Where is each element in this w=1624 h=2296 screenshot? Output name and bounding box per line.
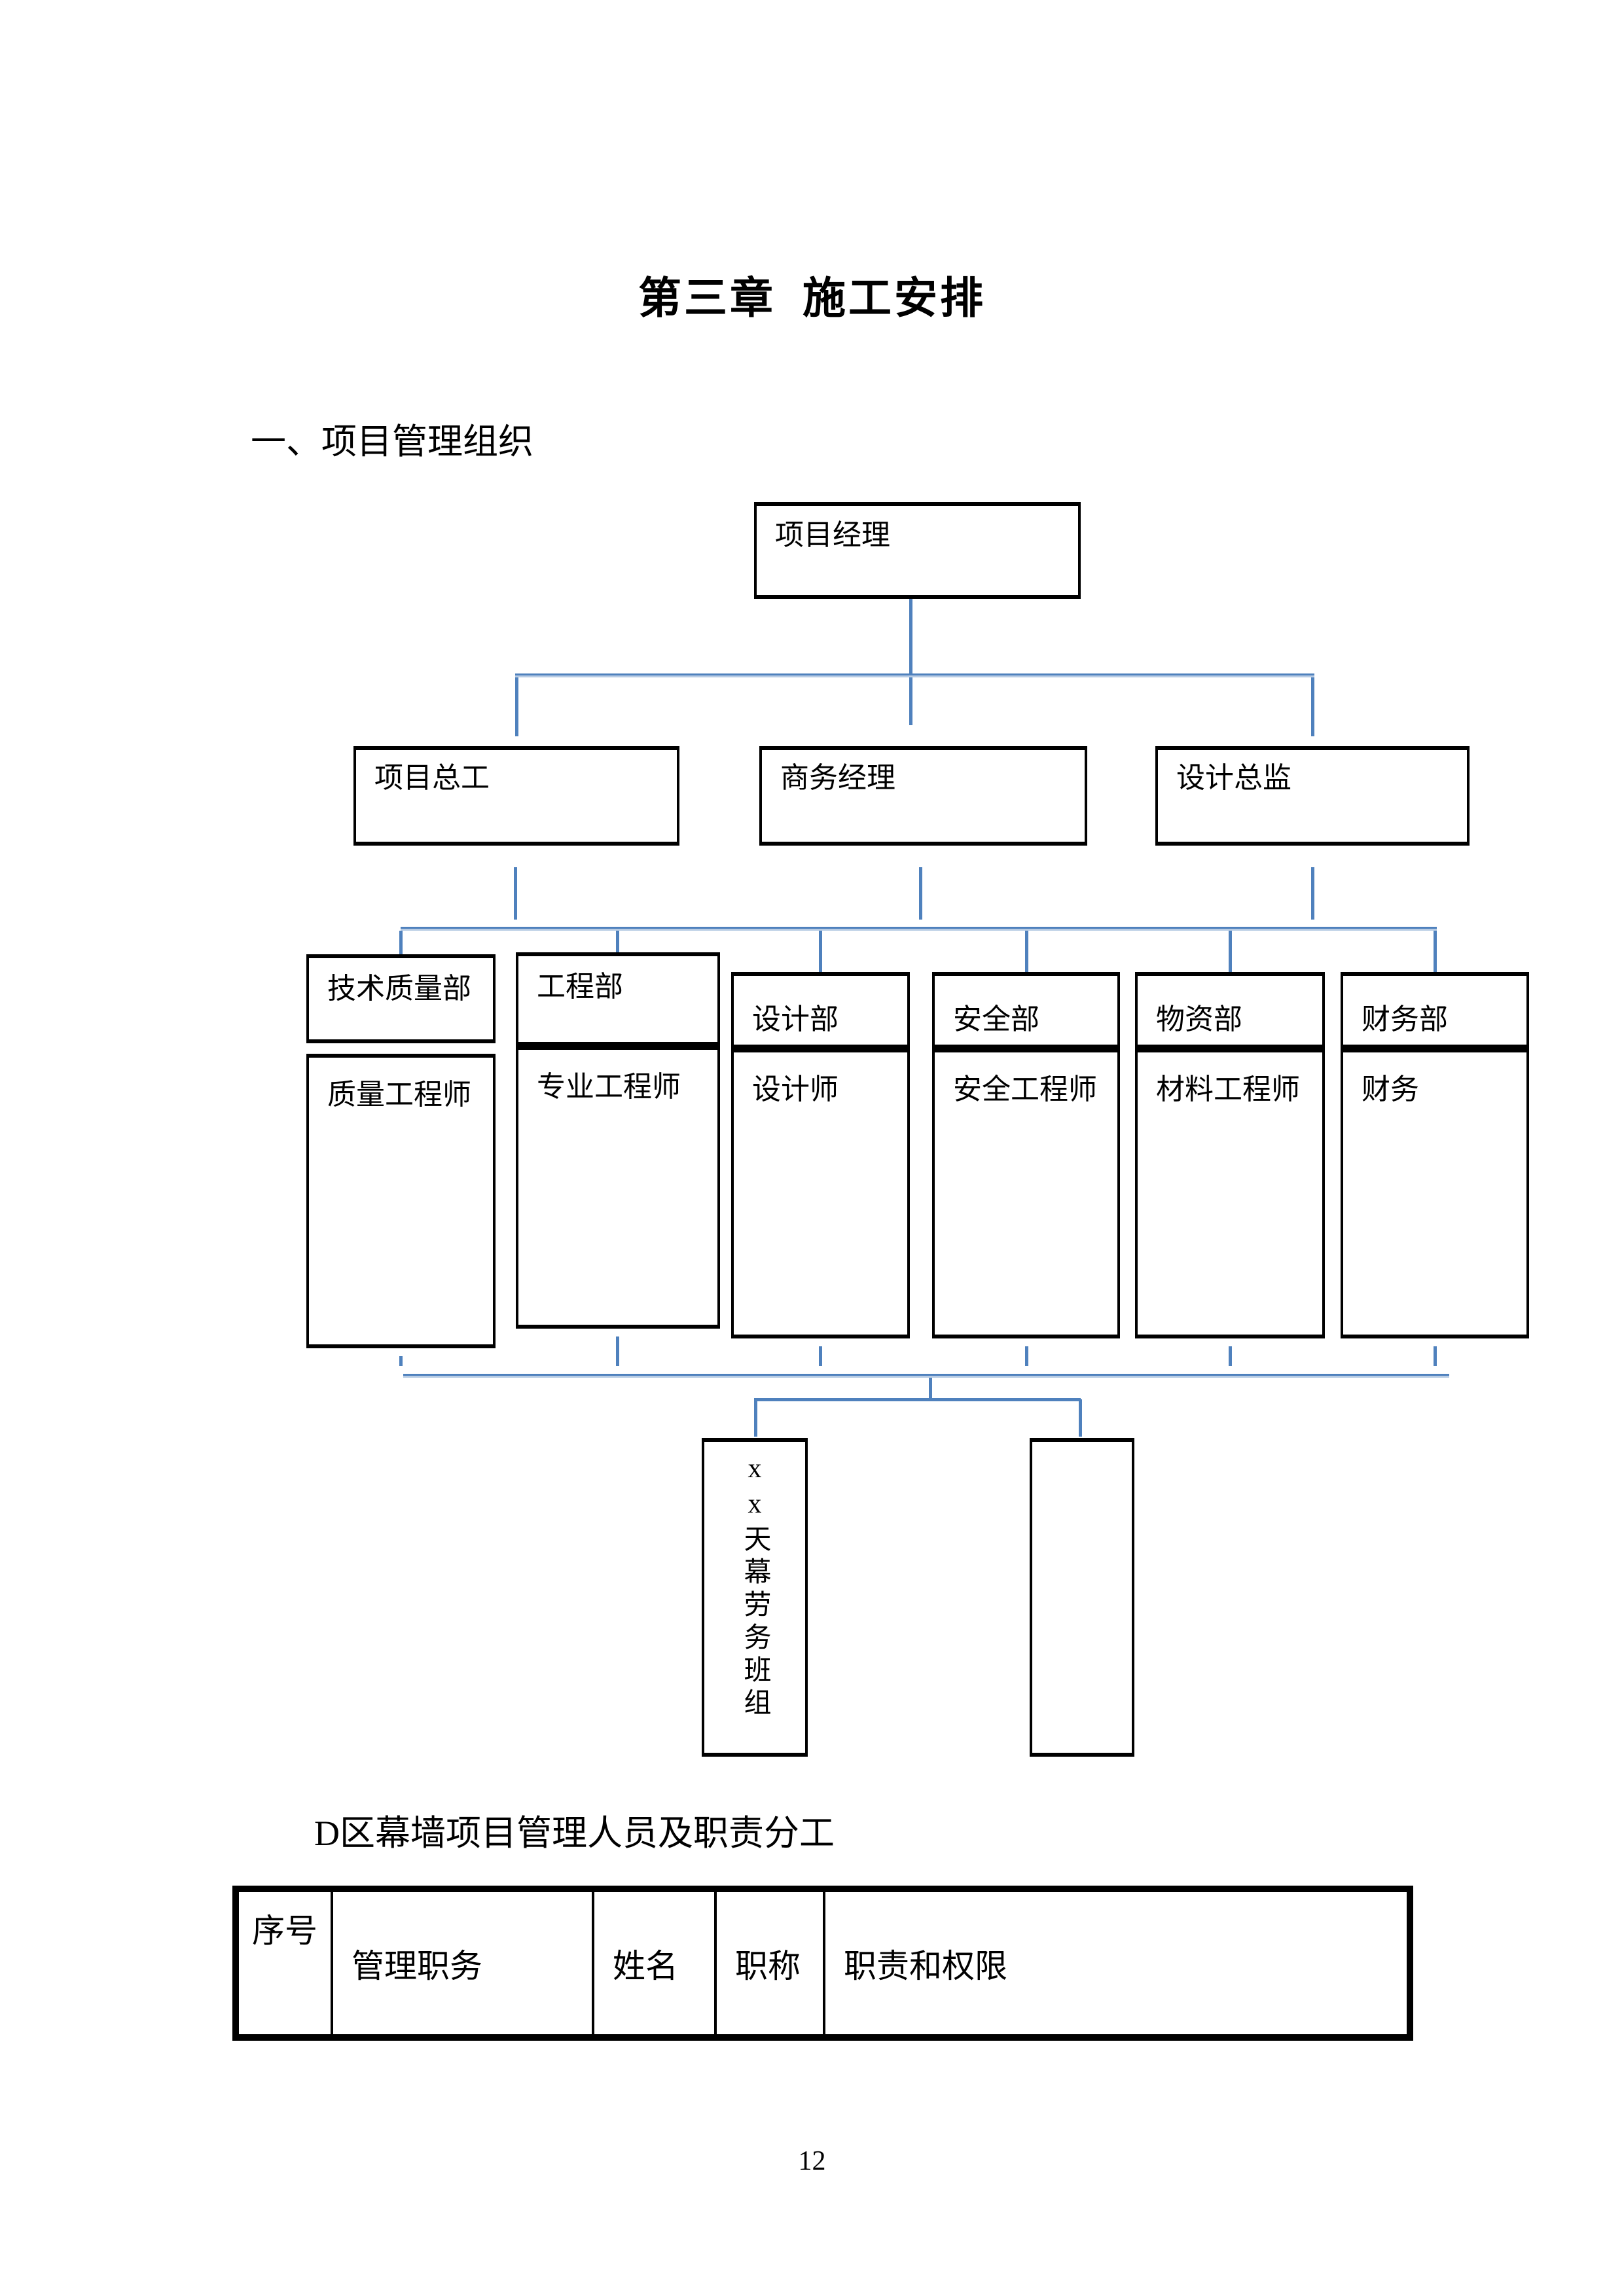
- management-table: 序号 管理职务 姓名 职称 职责和权限: [232, 1886, 1413, 2041]
- dept-label-finance: 财务部: [1362, 1003, 1448, 1035]
- role-label-quality-engineer: 质量工程师: [327, 1079, 471, 1111]
- connector-labor-drop-left: [754, 1399, 757, 1437]
- connector-dept-drop-6: [1434, 931, 1437, 973]
- design-director-label: 设计总监: [1176, 762, 1291, 794]
- connector-bottom-stub-5: [1229, 1346, 1232, 1366]
- dept-box-materials: 物资部: [1135, 972, 1325, 1049]
- header-cell-position: 管理职务: [331, 1888, 594, 2039]
- connector-stub-commercial: [919, 867, 922, 920]
- connector-labor-bracket: [754, 1398, 1081, 1401]
- commercial-manager-label: 商务经理: [780, 762, 895, 794]
- connector-bottom-stub-3: [819, 1346, 822, 1366]
- empty-team-label: [1032, 1442, 1132, 1452]
- connector-bottom-stub-1: [399, 1356, 403, 1366]
- connector-dept-drop-4: [1025, 931, 1028, 973]
- connector-dept-drop-5: [1229, 931, 1232, 973]
- connector-labor-center-drop: [929, 1378, 932, 1398]
- connector-bottom-stub-4: [1025, 1346, 1028, 1366]
- connector-l2-drop-right: [1311, 677, 1314, 736]
- chief-engineer-box: 项目总工: [353, 746, 679, 846]
- role-label-material-engineer: 材料工程师: [1156, 1073, 1300, 1105]
- table-caption: D区幕墙项目管理人员及职责分工: [314, 1814, 835, 1853]
- chief-engineer-label: 项目总工: [374, 762, 490, 794]
- dept-label-safety: 安全部: [953, 1003, 1039, 1035]
- dept-box-finance: 财务部: [1341, 972, 1529, 1049]
- connector-labor-trunk: [403, 1374, 1449, 1378]
- role-box-safety-engineer: 安全工程师: [932, 1049, 1120, 1338]
- connector-labor-drop-right: [1079, 1399, 1082, 1437]
- connector-dept-drop-1: [399, 931, 403, 954]
- connector-stub-chief: [514, 867, 517, 920]
- dept-label-tech-quality: 技术质量部: [327, 973, 471, 1005]
- dept-box-engineering: 工程部: [516, 952, 720, 1046]
- dept-label-materials: 物资部: [1156, 1003, 1242, 1035]
- design-director-box: 设计总监: [1155, 746, 1470, 846]
- role-box-specialty-engineer: 专业工程师: [516, 1046, 720, 1329]
- role-label-finance-staff: 财务: [1362, 1073, 1419, 1105]
- project-manager-box: 项目经理: [754, 502, 1081, 599]
- connector-l2-trunk: [515, 673, 1314, 677]
- role-label-safety-engineer: 安全工程师: [953, 1073, 1097, 1105]
- dept-box-design: 设计部: [731, 972, 910, 1049]
- header-cell-name: 姓名: [592, 1888, 717, 2039]
- page-number: 12: [798, 2146, 826, 2176]
- connector-dept-drop-2: [616, 931, 619, 953]
- connector-dept-drop-3: [819, 931, 822, 973]
- role-box-quality-engineer: 质量工程师: [306, 1054, 496, 1348]
- header-cell-seq-no: 序号: [234, 1888, 333, 2039]
- role-box-material-engineer: 材料工程师: [1135, 1049, 1325, 1338]
- connector-bottom-stub-2: [616, 1336, 619, 1366]
- dept-box-tech-quality: 技术质量部: [306, 954, 496, 1043]
- header-cell-title: 职称: [714, 1888, 825, 2039]
- header-cell-duties: 职责和权限: [823, 1888, 1411, 2039]
- connector-l2-drop-left: [515, 677, 518, 736]
- connector-dept-trunk: [401, 927, 1437, 931]
- section-heading: 一、项目管理组织: [251, 422, 533, 461]
- project-manager-label: 项目经理: [775, 519, 890, 551]
- role-label-specialty-engineer: 专业工程师: [537, 1071, 681, 1103]
- role-box-designer: 设计师: [731, 1049, 910, 1338]
- connector-l1-drop: [909, 599, 912, 725]
- connector-bottom-stub-6: [1434, 1346, 1437, 1366]
- table-header-row: 序号 管理职务 姓名 职称 职责和权限: [234, 1888, 1411, 2039]
- role-box-finance-staff: 财务: [1341, 1049, 1529, 1338]
- page-title: 第三章 施工安排: [638, 275, 986, 323]
- labor-team-box: xx天幕劳务班组: [702, 1438, 808, 1757]
- connector-stub-design: [1311, 867, 1314, 920]
- dept-label-design: 设计部: [752, 1003, 839, 1035]
- commercial-manager-box: 商务经理: [759, 746, 1087, 846]
- dept-box-safety: 安全部: [932, 972, 1120, 1049]
- dept-label-engineering: 工程部: [537, 971, 623, 1003]
- labor-team-label: xx天幕劳务班组: [740, 1454, 770, 1721]
- role-label-designer: 设计师: [752, 1073, 839, 1105]
- empty-team-box: [1030, 1438, 1134, 1757]
